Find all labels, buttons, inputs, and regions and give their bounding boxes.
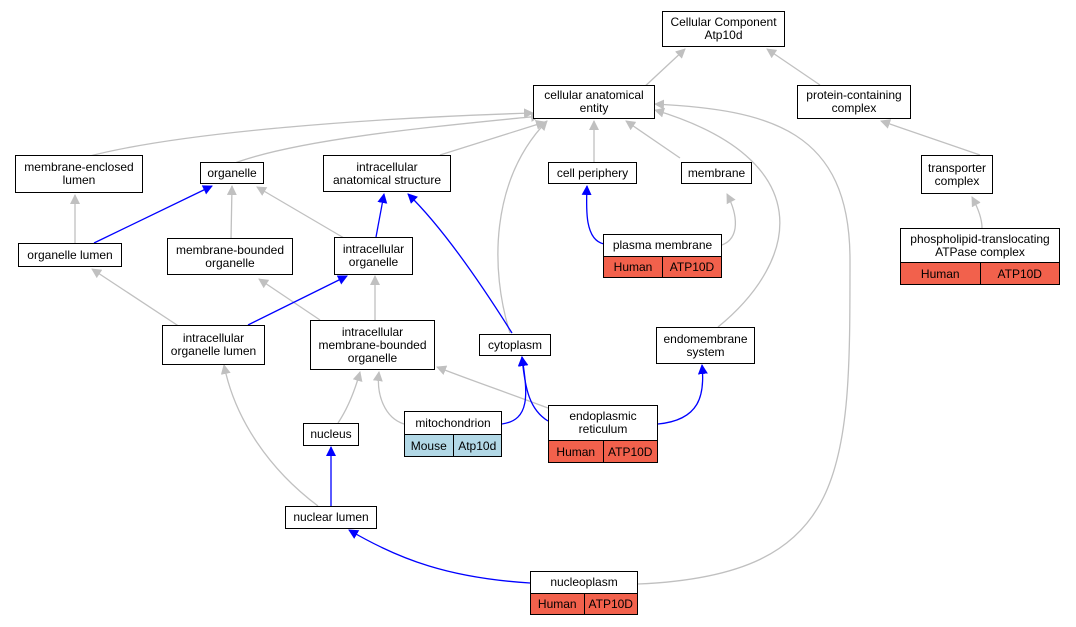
edge-is-a xyxy=(721,193,737,246)
node-nucleus[interactable]: nucleus xyxy=(303,423,359,446)
edge-part-of[interactable] xyxy=(375,193,388,238)
node-cellular-anatomical-entity[interactable]: cellular anatomical entity xyxy=(533,85,655,119)
edge-part-of[interactable] xyxy=(247,275,348,326)
node-membrane-bounded-organelle[interactable]: membrane-bounded organelle xyxy=(167,238,293,275)
edge-is-a xyxy=(91,268,181,328)
species-label: Human xyxy=(556,444,596,459)
edge-is-a xyxy=(439,119,546,156)
species-label: Human xyxy=(920,266,960,281)
edge-is-a xyxy=(220,364,319,507)
node-intracellular-anatomical-structure[interactable]: intracellular anatomical structure xyxy=(323,155,451,192)
node-membrane-enclosed-lumen[interactable]: membrane-enclosed lumen xyxy=(15,155,143,193)
species-label: Human xyxy=(537,597,577,611)
node-organelle-lumen[interactable]: organelle lumen xyxy=(18,243,122,267)
edge-part-of[interactable] xyxy=(657,364,708,425)
edge-is-a xyxy=(766,48,821,86)
edge-part-of[interactable] xyxy=(501,356,529,425)
edge-is-a xyxy=(231,111,541,165)
node-cytoplasm[interactable]: cytoplasm xyxy=(479,334,551,356)
node-plasma-membrane[interactable]: plasma membrane xyxy=(603,234,722,257)
node-endomembrane-system[interactable]: endomembrane system xyxy=(656,327,755,364)
node-phospholipid-translocating-atpase-complex[interactable]: phospholipid-translocating ATPase comple… xyxy=(900,228,1060,263)
edge-is-a xyxy=(258,278,321,321)
edge-part-of[interactable] xyxy=(581,185,605,245)
edge-is-a xyxy=(497,120,548,334)
edge-is-a xyxy=(372,371,405,425)
edge-is-a xyxy=(654,107,781,328)
node-intracellular-membrane-bounded-organelle[interactable]: intracellular membrane-bounded organelle xyxy=(310,320,435,370)
edge-is-a xyxy=(85,108,534,158)
node-nucleoplasm[interactable]: nucleoplasm xyxy=(530,571,638,594)
species-label: Mouse xyxy=(410,438,447,453)
annotation-plasma-membrane: Human ATP10D xyxy=(603,256,722,278)
annotation-phospholipid-translocating-atpase-complex: Human ATP10D xyxy=(900,262,1060,285)
node-nuclear-lumen[interactable]: nuclear lumen xyxy=(285,506,377,529)
node-protein-containing-complex[interactable]: protein-containing complex xyxy=(797,85,911,119)
edge-is-a xyxy=(637,99,851,585)
gene-label: ATP10D xyxy=(979,263,1060,284)
node-intracellular-organelle-lumen[interactable]: intracellular organelle lumen xyxy=(162,325,265,365)
node-transporter-complex[interactable]: transporter complex xyxy=(921,155,993,194)
species-label: Human xyxy=(613,260,653,274)
edge-is-a xyxy=(880,119,981,156)
edge-is-a xyxy=(337,371,363,424)
edge-is-a xyxy=(256,186,345,239)
node-intracellular-organelle[interactable]: intracellular organelle xyxy=(334,237,413,275)
annotation-mitochondrion: Mouse Atp10d xyxy=(404,434,502,457)
gene-label: ATP10D xyxy=(662,257,721,277)
edge-is-a xyxy=(436,365,549,409)
gene-label: ATP10D xyxy=(583,594,638,614)
annotation-nucleoplasm: Human ATP10D xyxy=(530,593,638,615)
edge-part-of[interactable] xyxy=(348,529,531,584)
node-mitochondrion[interactable]: mitochondrion xyxy=(404,411,502,435)
node-organelle[interactable]: organelle xyxy=(200,162,264,184)
gene-label: Atp10d xyxy=(452,435,502,456)
node-membrane[interactable]: membrane xyxy=(681,162,752,184)
gene-label: ATP10D xyxy=(602,441,658,462)
edge-part-of[interactable] xyxy=(93,185,213,244)
edge-is-a xyxy=(971,196,983,229)
edge-is-a xyxy=(226,185,237,241)
edge-part-of[interactable] xyxy=(517,356,549,422)
edge-is-a xyxy=(625,120,681,159)
node-cell-periphery[interactable]: cell periphery xyxy=(548,162,637,184)
node-cellular-component[interactable]: Cellular Component Atp10d xyxy=(662,11,785,47)
edge-part-of[interactable] xyxy=(407,193,513,334)
node-endoplasmic-reticulum[interactable]: endoplasmic reticulum xyxy=(548,405,658,441)
annotation-endoplasmic-reticulum: Human ATP10D xyxy=(548,440,658,463)
